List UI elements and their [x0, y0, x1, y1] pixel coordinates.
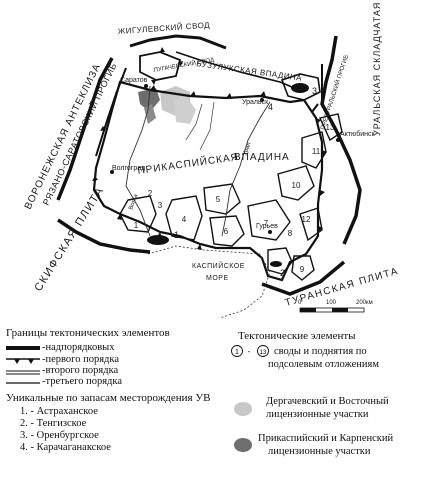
uplifts [119, 113, 343, 281]
dark-license-line2: лицензионные участки [268, 446, 371, 457]
dark-license-swatch [234, 438, 252, 452]
uplift-range-sep: - [248, 347, 251, 356]
boundary-teeth [92, 85, 327, 250]
city-uralsk: Уральск [242, 99, 269, 106]
zhiguli-arch-line [129, 34, 227, 50]
karpensky-license-area [144, 104, 156, 124]
region-caspian-depression-a: ПРИКАСПИЙСКАЯ [137, 150, 240, 177]
boundary-third: -третьего порядка [42, 376, 122, 387]
scythian-boundary-line [57, 218, 151, 254]
caspian-depression-boundary [92, 80, 324, 282]
dark-license-line1: Прикаспийский и Карпенский [258, 433, 394, 444]
region-zhiguli: ЖИГУЛЕВСКИЙ СВОД [118, 21, 211, 36]
uplift-number-9: 9 [300, 265, 305, 274]
field-marker-4: 4 [268, 102, 273, 112]
river-volga: Волга [128, 193, 139, 211]
ryazan-boundary-line [95, 67, 127, 157]
east-license-area [174, 96, 196, 124]
uplift-range-start: 1 [235, 349, 239, 356]
river-ural: Урал [242, 141, 253, 156]
region-pugachev: ПУГАЧЕВСКИЙ СВОД [153, 55, 215, 74]
boundary-first: -первого порядка [42, 354, 119, 365]
uplift-number-4: 4 [182, 215, 187, 224]
field-marker-2: 2 [280, 268, 285, 278]
region-caspian-depression-b: ВПАДИНА [234, 152, 290, 163]
fields-title: Уникальные по запасам месторождения УВ [6, 392, 211, 404]
scale-tick-200: 200км [356, 300, 373, 306]
region-caspian-sea-a: КАСПИЙСКОЕ [192, 261, 245, 270]
field-karachaganak: 4. - Карачаганакское [20, 442, 111, 453]
boundary-swatch-superorder [6, 346, 40, 350]
ural-boundary-line [320, 35, 362, 245]
boundary-swatch-third [6, 382, 40, 384]
uplift-number-2: 2 [148, 189, 153, 198]
uplift-range-swatch: 1 - 13 [231, 345, 269, 357]
uplift-number-1: 1 [134, 221, 139, 230]
field-astrakhan: 1. - Астраханское [20, 406, 98, 417]
uplift-number-3: 3 [158, 201, 163, 210]
field-markers: 1 2 3 4 [174, 86, 317, 278]
boundary-second: -второго порядка [42, 365, 119, 376]
uplift-range-end: 13 [260, 350, 267, 356]
elements-title: Тектонические элементы [238, 330, 356, 342]
orenburg-uplift [280, 73, 321, 101]
boundaries-title: Границы тектонических элементов [6, 327, 170, 339]
tectonic-map: 1 2 3 4 1 2 3 4 5 6 7 8 9 10 11 12 13 ПР… [23, 0, 400, 319]
region-ryazan: РЯЗАНО-САРАТОВСКИЙ ПРОГИБ [40, 61, 119, 207]
uplift-number-5: 5 [216, 195, 221, 204]
city-dots [110, 84, 340, 234]
field-marker-3: 3 [312, 86, 317, 96]
scale-tick-0: 0 [298, 300, 302, 306]
voronezh-boundary-line [56, 57, 114, 201]
caspian-sea-coast [147, 245, 271, 319]
city-saratov: Саратов [120, 77, 148, 84]
uplift-numbers: 1 2 3 4 5 6 7 8 9 10 11 12 13 [134, 123, 335, 274]
uplift-number-8: 8 [288, 229, 293, 238]
boundary-swatch-first [6, 358, 40, 364]
uplift-number-6: 6 [224, 227, 229, 236]
ural-river [221, 101, 271, 237]
volga-river [125, 85, 151, 237]
light-license-line2: лицензионные участки [266, 409, 369, 420]
city-volgograd: Волгоград [112, 165, 145, 172]
light-license-line1: Дергачевский и Восточный [266, 396, 389, 407]
turan-boundary-line [261, 260, 346, 296]
orenburg-field [291, 83, 309, 93]
scale-tick-100: 100 [326, 300, 337, 306]
uplift-number-12: 12 [302, 215, 311, 224]
field-tengiz: 2. - Тенгизское [20, 418, 87, 429]
buzuluk-depression-line [175, 51, 305, 93]
field-orenburg: 3. - Оренбургское [20, 430, 99, 441]
region-ural: УРАЛЬСКАЯ СКЛАДЧАТАЯ СИСТЕМА [372, 0, 382, 136]
field-marker-1: 1 [174, 230, 179, 240]
uplift-number-11: 11 [312, 147, 321, 156]
city-aktobe: Актюбинск [340, 130, 376, 138]
city-guryev: Гурьев [256, 223, 278, 230]
light-license-swatch [234, 402, 252, 416]
scale-bar: 0 100 200км [298, 300, 373, 313]
tengiz-field [270, 261, 282, 267]
uplift-number-13: 13 [326, 123, 335, 132]
region-caspian-sea-b: МОРЕ [206, 275, 229, 282]
uplift-number-10: 10 [292, 181, 301, 190]
boundary-swatch-second [6, 370, 40, 375]
uplift-desc-line2: подсолевым отложениям [268, 359, 380, 370]
trib-river [185, 101, 215, 151]
pugachev-teeth [151, 47, 183, 85]
uplift-desc-line1: своды и поднятия по [274, 346, 367, 357]
boundary-superorder: -надпорядковых [42, 342, 115, 353]
preural-line [311, 64, 323, 113]
uplift-number-7: 7 [264, 219, 269, 228]
astrakhan-field [147, 235, 169, 245]
